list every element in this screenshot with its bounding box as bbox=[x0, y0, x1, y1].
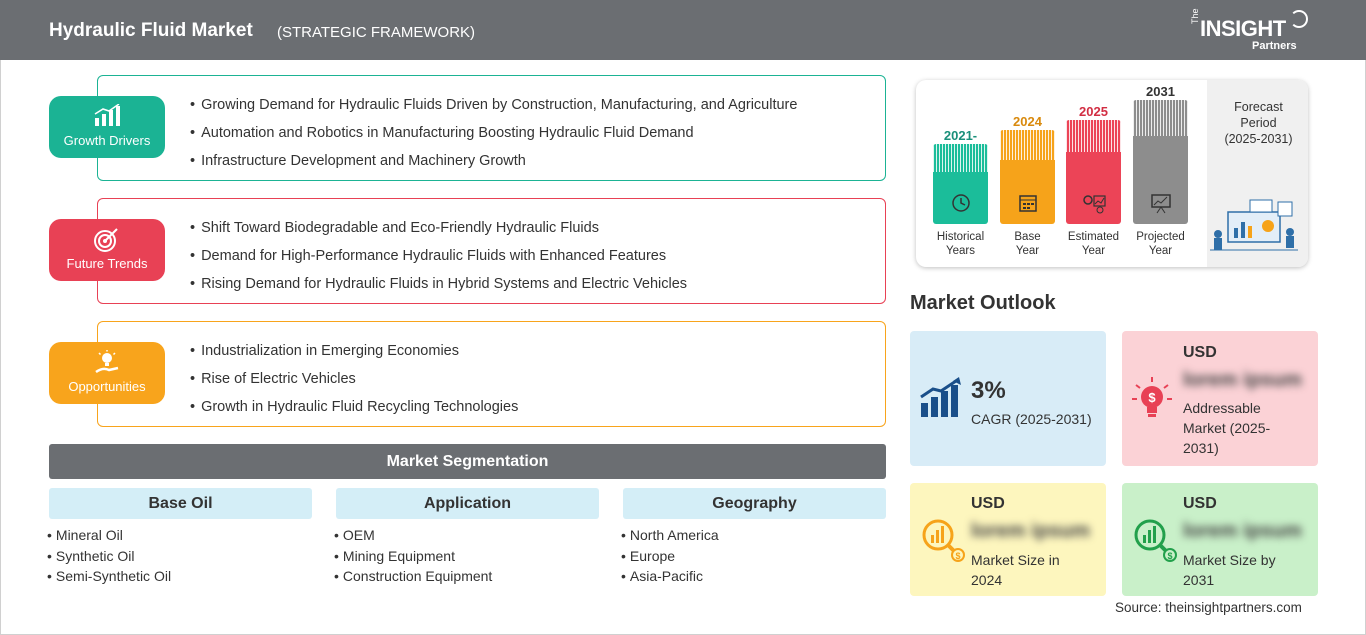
list-item: Demand for High-Performance Hydraulic Fl… bbox=[190, 242, 687, 270]
addressable-market-card: $ USD lorem ipsum Addressable Market (20… bbox=[1122, 331, 1318, 466]
list-item: Synthetic Oil bbox=[47, 546, 312, 567]
presentation-icon bbox=[1151, 194, 1171, 214]
timeline-bar-stripes bbox=[1066, 120, 1121, 152]
segment-base-oil: Base Oil Mineral Oil Synthetic Oil Semi-… bbox=[49, 488, 312, 587]
growth-drivers-badge: Growth Drivers bbox=[49, 96, 165, 158]
timeline-bar-stripes bbox=[1133, 100, 1188, 136]
magnifier-chart-icon: $ bbox=[1134, 519, 1177, 562]
opportunities-box: Industrialization in Emerging Economies … bbox=[97, 321, 886, 427]
growth-drivers-box: Growing Demand for Hydraulic Fluids Driv… bbox=[97, 75, 886, 181]
lightbulb-dollar-icon: $ bbox=[1132, 377, 1172, 417]
magnifier-chart-icon: $ bbox=[922, 519, 965, 562]
list-item: Rising Demand for Hydraulic Fluids in Hy… bbox=[190, 270, 687, 298]
timeline-panel: Forecast Period (2025-2031) 2021-2023 Hi… bbox=[916, 80, 1308, 267]
growth-chart-icon bbox=[920, 377, 961, 417]
list-item: Rise of Electric Vehicles bbox=[190, 365, 518, 393]
list-item: North America bbox=[621, 525, 886, 546]
growth-drivers-list: Growing Demand for Hydraulic Fluids Driv… bbox=[190, 91, 797, 175]
page-subtitle: (STRATEGIC FRAMEWORK) bbox=[277, 24, 476, 41]
opportunities-badge: Opportunities bbox=[49, 342, 165, 404]
cagr-label: CAGR (2025-2031) bbox=[971, 411, 1092, 427]
size-2024-label: Market Size in 2024 bbox=[971, 552, 1060, 588]
list-item: Asia-Pacific bbox=[621, 566, 886, 587]
logo-the: The bbox=[1190, 8, 1200, 24]
bar-growth-icon bbox=[94, 104, 120, 126]
logo-partners: Partners bbox=[1252, 40, 1297, 52]
segment-application: Application OEM Mining Equipment Constru… bbox=[336, 488, 599, 587]
svg-text:$: $ bbox=[955, 551, 960, 561]
timeline-bar-stripes bbox=[1000, 130, 1055, 160]
page-title: Hydraulic Fluid Market bbox=[49, 20, 253, 41]
analytics-people-icon bbox=[1210, 199, 1298, 251]
list-item: Growing Demand for Hydraulic Fluids Driv… bbox=[190, 91, 797, 119]
list-item: Mining Equipment bbox=[334, 546, 599, 567]
calendar-icon bbox=[1019, 195, 1037, 212]
timeline-year: 2025 bbox=[1079, 104, 1108, 119]
timeline-year: 2031 bbox=[1146, 84, 1175, 99]
logo-insight: INSIGHT bbox=[1200, 16, 1286, 41]
opportunities-list: Industrialization in Emerging Economies … bbox=[190, 337, 518, 421]
header-bar: Hydraulic Fluid Market (STRATEGIC FRAMEW… bbox=[0, 0, 1366, 60]
history-icon bbox=[952, 194, 970, 212]
future-trends-box: Shift Toward Biodegradable and Eco-Frien… bbox=[97, 198, 886, 304]
addressable-value: lorem ipsum bbox=[1183, 369, 1302, 391]
size-2024-value: lorem ipsum bbox=[971, 520, 1090, 542]
source-link[interactable]: Source: theinsightpartners.com bbox=[1115, 600, 1302, 615]
list-item: Industrialization in Emerging Economies bbox=[190, 337, 518, 365]
market-size-2024-card: $ USD lorem ipsum Market Size in 2024 bbox=[910, 483, 1106, 596]
segment-heading: Geography bbox=[623, 488, 886, 519]
growth-drivers-label: Growth Drivers bbox=[63, 133, 151, 148]
timeline-year: 2024 bbox=[1013, 114, 1042, 129]
size-2031-label: Market Size by 2031 bbox=[1183, 552, 1276, 588]
market-size-2031-card: $ USD lorem ipsum Market Size by 2031 bbox=[1122, 483, 1318, 596]
size-2031-value: lorem ipsum bbox=[1183, 520, 1302, 542]
segment-heading: Application bbox=[336, 488, 599, 519]
insight-partners-logo[interactable]: The INSIGHT Partners bbox=[1190, 8, 1315, 52]
logo-arc-icon bbox=[1290, 10, 1308, 28]
cagr-card: 3% CAGR (2025-2031) bbox=[910, 331, 1106, 466]
future-trends-list: Shift Toward Biodegradable and Eco-Frien… bbox=[190, 214, 687, 298]
list-item: Construction Equipment bbox=[334, 566, 599, 587]
target-icon bbox=[94, 228, 118, 252]
svg-text:$: $ bbox=[1148, 390, 1156, 405]
segment-geography: Geography North America Europe Asia-Paci… bbox=[623, 488, 886, 587]
addressable-currency: USD bbox=[1183, 344, 1217, 361]
forecast-period-label: Forecast Period (2025-2031) bbox=[1224, 100, 1293, 146]
list-item: Growth in Hydraulic Fluid Recycling Tech… bbox=[190, 393, 518, 421]
list-item: Semi-Synthetic Oil bbox=[47, 566, 312, 587]
list-item: Shift Toward Biodegradable and Eco-Frien… bbox=[190, 214, 687, 242]
opportunities-label: Opportunities bbox=[68, 379, 146, 394]
gear-chart-icon bbox=[1083, 195, 1106, 214]
timeline-bar-stripes bbox=[933, 144, 988, 172]
segment-heading: Base Oil bbox=[49, 488, 312, 519]
addressable-label: Addressable Market (2025- 2031) bbox=[1183, 400, 1271, 456]
list-item: Mineral Oil bbox=[47, 525, 312, 546]
list-item: Automation and Robotics in Manufacturing… bbox=[190, 119, 797, 147]
svg-text:$: $ bbox=[1167, 551, 1172, 561]
list-item: OEM bbox=[334, 525, 599, 546]
hand-bulb-icon bbox=[95, 350, 119, 374]
market-segmentation-bar: Market Segmentation bbox=[49, 444, 886, 479]
future-trends-label: Future Trends bbox=[66, 256, 148, 271]
cagr-value: 3% bbox=[971, 377, 1006, 404]
market-outlook-title: Market Outlook bbox=[910, 292, 1056, 314]
list-item: Europe bbox=[621, 546, 886, 567]
future-trends-badge: Future Trends bbox=[49, 219, 165, 281]
list-item: Infrastructure Development and Machinery… bbox=[190, 147, 797, 175]
size-2031-currency: USD bbox=[1183, 495, 1217, 512]
size-2024-currency: USD bbox=[971, 495, 1005, 512]
